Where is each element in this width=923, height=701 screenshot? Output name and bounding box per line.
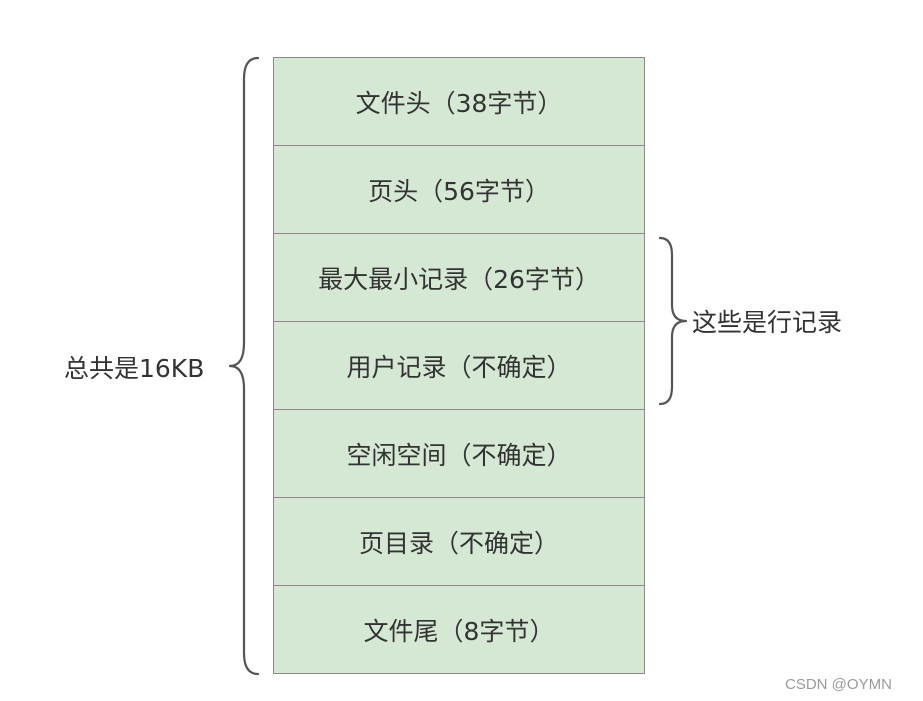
block-file-header: 文件头（38字节） [274,58,644,146]
left-brace-icon [228,56,260,676]
block-infimum-supremum: 最大最小记录（26字节） [274,234,644,322]
block-user-records-label: 用户记录（不确定） [346,352,572,382]
block-file-trailer-label: 文件尾（8字节） [363,616,555,646]
block-page-directory: 页目录（不确定） [274,498,644,586]
right-brace-label: 这些是行记录 [692,308,843,337]
page-structure-stack: 文件头（38字节） 页头（56字节） 最大最小记录（26字节） 用户记录（不确定… [273,57,645,674]
block-page-header-label: 页头（56字节） [368,176,550,206]
right-brace-icon [658,236,688,406]
block-page-directory-label: 页目录（不确定） [358,528,559,558]
watermark: CSDN @OYMN [785,676,892,693]
block-file-trailer: 文件尾（8字节） [274,586,644,673]
block-free-space: 空闲空间（不确定） [274,410,644,498]
block-free-space-label: 空闲空间（不确定） [346,440,572,470]
block-file-header-label: 文件头（38字节） [355,88,563,118]
block-user-records: 用户记录（不确定） [274,322,644,410]
block-infimum-supremum-label: 最大最小记录（26字节） [318,264,600,294]
block-page-header: 页头（56字节） [274,146,644,234]
left-brace-label: 总共是16KB [64,354,205,383]
